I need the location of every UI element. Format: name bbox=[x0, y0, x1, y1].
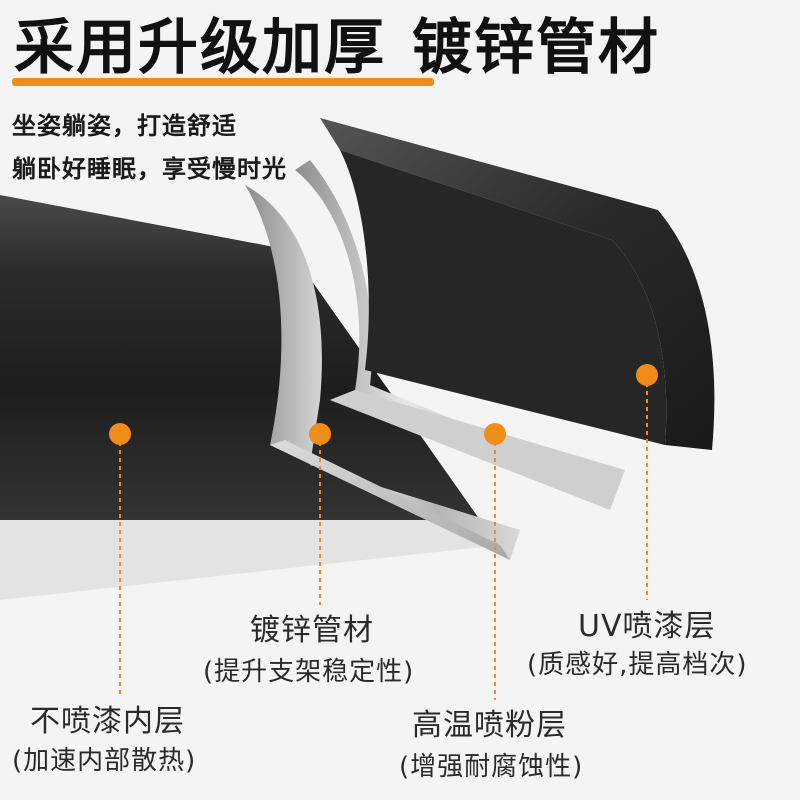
headline-part2: 镀锌管材 bbox=[412, 13, 660, 83]
uv-paint-layer bbox=[320, 118, 715, 450]
layer-note-uv: (质感好,提高档次) bbox=[527, 650, 748, 680]
marker-dot-uv bbox=[636, 364, 658, 386]
marker-dot-powder bbox=[484, 423, 506, 445]
tagline-1: 坐姿躺姿，打造舒适 bbox=[12, 112, 237, 140]
headline-part1: 采用升级加厚 bbox=[14, 13, 386, 83]
uv-paint-face bbox=[340, 150, 667, 445]
inner-tube-edge bbox=[0, 520, 505, 600]
powder-coat-face bbox=[330, 390, 625, 510]
marker-dot-galvanized bbox=[309, 423, 331, 445]
tagline-2: 躺卧好睡眠，享受慢时光 bbox=[12, 155, 287, 183]
layer-note-powder: (增强耐腐蚀性) bbox=[399, 752, 584, 782]
layer-label-inner: 不喷漆内层 bbox=[30, 704, 185, 739]
headline-underline bbox=[12, 78, 434, 86]
marker-dot-inner bbox=[109, 423, 131, 445]
layer-label-galvanized: 镀锌管材 bbox=[250, 613, 374, 648]
galvanized-face bbox=[270, 440, 510, 560]
layer-note-galvanized: (提升支架稳定性) bbox=[203, 657, 415, 687]
layer-label-uv: UV喷漆层 bbox=[578, 609, 716, 644]
layer-note-inner: (加速内部散热) bbox=[12, 746, 197, 776]
headline: 采用升级加厚镀锌管材 bbox=[14, 12, 660, 84]
galvanized-layer bbox=[245, 185, 520, 560]
layer-label-powder: 高温喷粉层 bbox=[412, 708, 567, 743]
